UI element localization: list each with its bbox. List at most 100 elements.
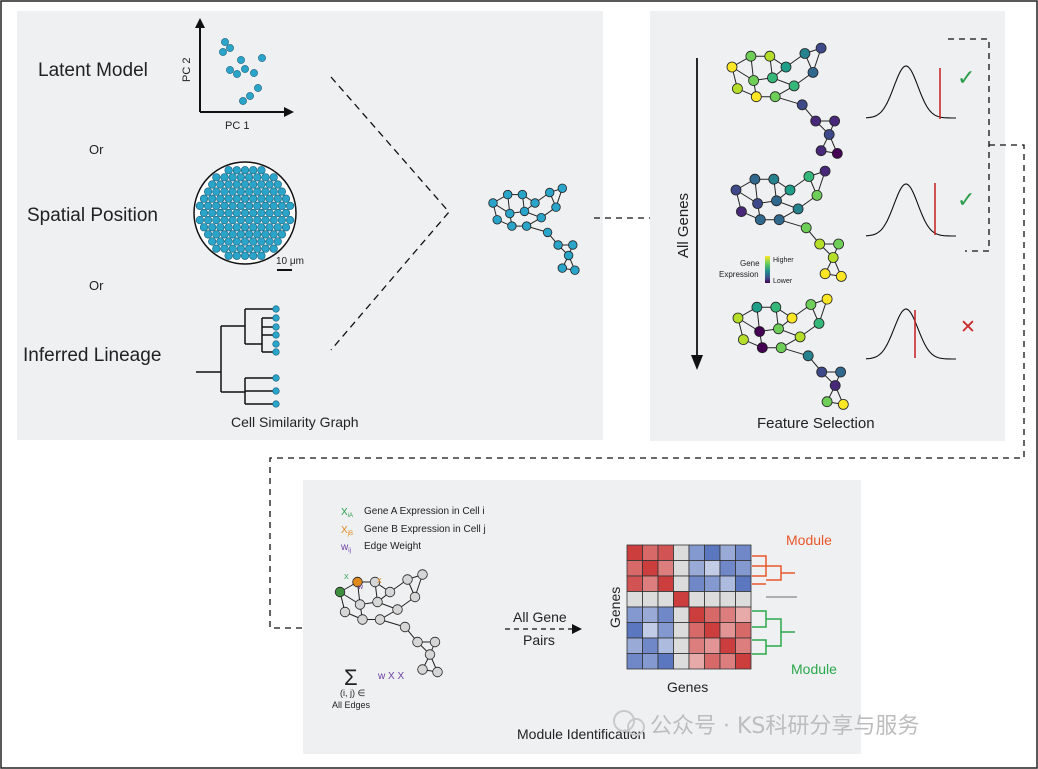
heatmap-cell xyxy=(735,606,752,623)
graph-node xyxy=(553,240,563,250)
graph-node xyxy=(334,586,346,598)
spatial-cell xyxy=(269,187,278,196)
heatmap-cell xyxy=(657,606,674,623)
heatmap-cell xyxy=(673,575,690,592)
heatmap-cell xyxy=(642,653,659,670)
spatial-cell xyxy=(269,244,278,253)
spatial-cell xyxy=(240,194,250,203)
gene-graph-1 xyxy=(726,42,843,159)
heatmap-cell xyxy=(626,591,643,608)
graph-node xyxy=(770,301,782,313)
spatial-cell xyxy=(249,223,258,232)
scale-bar-label: 10 μm xyxy=(276,256,304,267)
gene-graph-3 xyxy=(732,293,849,410)
graph-node xyxy=(821,293,833,305)
spatial-cell xyxy=(208,194,217,203)
graph-node xyxy=(503,189,513,200)
graph-node xyxy=(829,115,840,127)
heatmap-cell xyxy=(688,575,705,592)
spatial-cell xyxy=(240,180,250,189)
panel2-caption: Feature Selection xyxy=(757,415,875,432)
heatmap-cell xyxy=(719,637,736,654)
spatial-cell xyxy=(249,251,258,260)
graph-node xyxy=(545,187,555,198)
graph-node xyxy=(751,301,763,313)
pca-point xyxy=(246,92,254,100)
graph-node xyxy=(835,270,847,282)
graph-node xyxy=(786,312,798,324)
legend-expression: Expression xyxy=(719,270,759,279)
connector-2 xyxy=(269,144,1025,629)
graph-node xyxy=(374,614,386,625)
heatmap-cell xyxy=(642,544,659,561)
heatmap-ylabel: Genes xyxy=(607,587,623,628)
panel3-bg xyxy=(303,480,861,754)
spatial-cell xyxy=(257,237,266,246)
spatial-cell xyxy=(224,194,233,203)
spatial-cell xyxy=(261,230,270,239)
heatmap-cell xyxy=(735,544,752,561)
wechat-icon xyxy=(613,710,635,732)
heatmap-cell xyxy=(626,560,643,577)
heatmap-cell xyxy=(735,560,752,577)
graph-node xyxy=(756,342,768,354)
heatmap-cell xyxy=(626,575,643,592)
heatmap-cell xyxy=(719,653,736,670)
legend-lower: Lower xyxy=(773,278,793,285)
spatial-cell xyxy=(220,173,229,182)
graph-node xyxy=(568,240,578,250)
graph-node xyxy=(773,323,784,335)
spatial-cell xyxy=(273,237,282,246)
legend-symbol-xia: XiA xyxy=(341,507,353,519)
spatial-cell xyxy=(208,237,217,246)
heatmap-cell xyxy=(642,560,659,577)
check-icon-1: ✓ xyxy=(957,66,975,91)
heatmap-cell xyxy=(704,622,721,639)
watermark-text: 公众号 · KS科研分享与服务 xyxy=(650,714,919,739)
graph-node xyxy=(417,664,428,675)
sum-terms: w X X xyxy=(377,671,404,682)
heatmap-cell xyxy=(719,575,736,592)
heatmap-cell xyxy=(735,637,752,654)
heatmap-cell xyxy=(735,622,752,639)
node-label-xjb: X xyxy=(377,578,382,585)
graph-node xyxy=(738,334,749,346)
dendrogram-bottom xyxy=(752,610,795,655)
graph-node xyxy=(771,195,782,207)
null-distribution-2 xyxy=(865,183,956,237)
spatial-cell xyxy=(269,201,278,210)
panel-module-identification: XiA Gene A Expression in Cell i XjB Gene… xyxy=(303,480,861,754)
graph-node xyxy=(819,268,831,280)
heatmap-cell xyxy=(626,606,643,623)
spatial-cell xyxy=(245,230,254,239)
all-genes-label: All Genes xyxy=(675,193,692,258)
heatmap-cell xyxy=(719,591,736,608)
graph-node xyxy=(813,317,825,329)
sum-index-line1: (i, j) ∈ xyxy=(340,688,365,698)
legend-gene: Gene xyxy=(740,259,760,268)
pca-point xyxy=(219,48,227,56)
spatial-cell xyxy=(257,180,266,189)
graph-node xyxy=(805,299,817,310)
graph-node xyxy=(815,42,827,54)
spatial-cell xyxy=(212,187,221,196)
spatial-cell xyxy=(269,216,278,225)
similarity-graph xyxy=(488,183,580,275)
spatial-cell xyxy=(281,223,291,232)
graph-node xyxy=(432,666,443,678)
graph-node xyxy=(399,621,411,633)
graph-node xyxy=(412,636,423,648)
spatial-cell xyxy=(257,194,266,203)
spatial-cell xyxy=(212,173,221,182)
spatial-cell xyxy=(261,201,270,210)
graph-node xyxy=(800,222,812,234)
pca-point xyxy=(226,66,234,74)
spatial-cell xyxy=(265,237,274,246)
heatmap-cell xyxy=(642,622,659,639)
spatial-cell xyxy=(199,194,209,203)
graph-node xyxy=(519,206,530,217)
legend-symbol-wij: wij xyxy=(340,542,351,554)
heatmap-cell xyxy=(688,622,705,639)
spatial-cell xyxy=(240,237,250,246)
heatmap-cell xyxy=(719,606,736,623)
